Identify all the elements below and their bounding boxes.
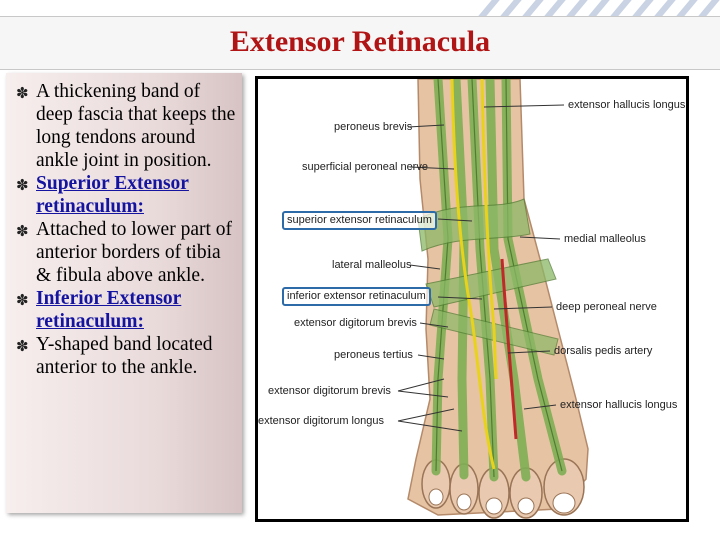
bullet-marker-icon: ✽ xyxy=(16,86,29,102)
bullet-item: ✽ A thickening band of deep fascia that k… xyxy=(16,80,236,172)
slide-title: Extensor Retinacula xyxy=(229,25,491,58)
title-bar xyxy=(0,16,720,70)
label-extensor-digitorum-brevis-1: extensor digitorum brevis xyxy=(294,317,417,329)
label-dorsalis-pedis-artery: dorsalis pedis artery xyxy=(554,345,653,357)
bullet-text: Attached to lower part of anterior borde… xyxy=(36,219,233,286)
text-panel xyxy=(6,73,242,513)
bullet-heading-superior: Superior Extensor retinaculum: xyxy=(36,173,189,217)
bullet-item: ✽ Y-shaped band located anterior to the a… xyxy=(16,333,236,379)
bullet-item: ✽ Superior Extensor retinaculum: xyxy=(16,172,236,218)
label-extensor-digitorum-brevis-2: extensor digitorum brevis xyxy=(268,385,391,397)
label-deep-peroneal-nerve: deep peroneal nerve xyxy=(556,301,657,313)
bullet-item: ✽ Attached to lower part of anterior bord… xyxy=(16,218,236,287)
bullet-text: Y-shaped band located anterior to the an… xyxy=(36,334,213,378)
tendon xyxy=(451,79,469,480)
label-peroneus-brevis: peroneus brevis xyxy=(334,121,413,133)
superficial-peroneal-nerve xyxy=(450,79,496,470)
label-extensor-digitorum-longus: extensor digitorum longus xyxy=(258,415,384,427)
bullet-marker-icon: ✽ xyxy=(16,293,29,309)
bullet-heading-inferior: Inferior Extensor retinaculum: xyxy=(36,288,182,332)
label-extensor-hallucis-longus-top: extensor hallucis longus xyxy=(568,99,686,111)
label-superficial-peroneal-nerve: superficial peroneal nerve xyxy=(302,161,428,173)
dorsalis-pedis-artery xyxy=(500,258,518,440)
label-superior-extensor-retinaculum: superior extensor retinaculum xyxy=(282,211,437,230)
ankle-anatomy-figure: extensor hallucis longus peroneus brevis… xyxy=(255,76,689,522)
label-peroneus-tertius: peroneus tertius xyxy=(334,349,413,361)
label-inferior-extensor-retinaculum: inferior extensor retinaculum xyxy=(282,287,431,306)
label-lateral-malleolus: lateral malleolus xyxy=(332,259,412,271)
bullet-marker-icon: ✽ xyxy=(16,224,29,240)
label-extensor-hallucis-longus-bottom: extensor hallucis longus xyxy=(560,399,678,411)
tendon xyxy=(485,79,531,482)
bullet-item: ✽ Inferior Extensor retinaculum: xyxy=(16,287,236,333)
foot-illustration xyxy=(397,79,589,519)
bullet-list: ✽ A thickening band of deep fascia that k… xyxy=(16,80,236,379)
deep-peroneal-nerve xyxy=(480,79,498,380)
bullet-marker-icon: ✽ xyxy=(16,339,29,355)
bullet-marker-icon: ✽ xyxy=(16,178,29,194)
label-medial-malleolus: medial malleolus xyxy=(564,233,646,245)
bullet-text: A thickening band of deep fascia that ke… xyxy=(36,81,236,171)
